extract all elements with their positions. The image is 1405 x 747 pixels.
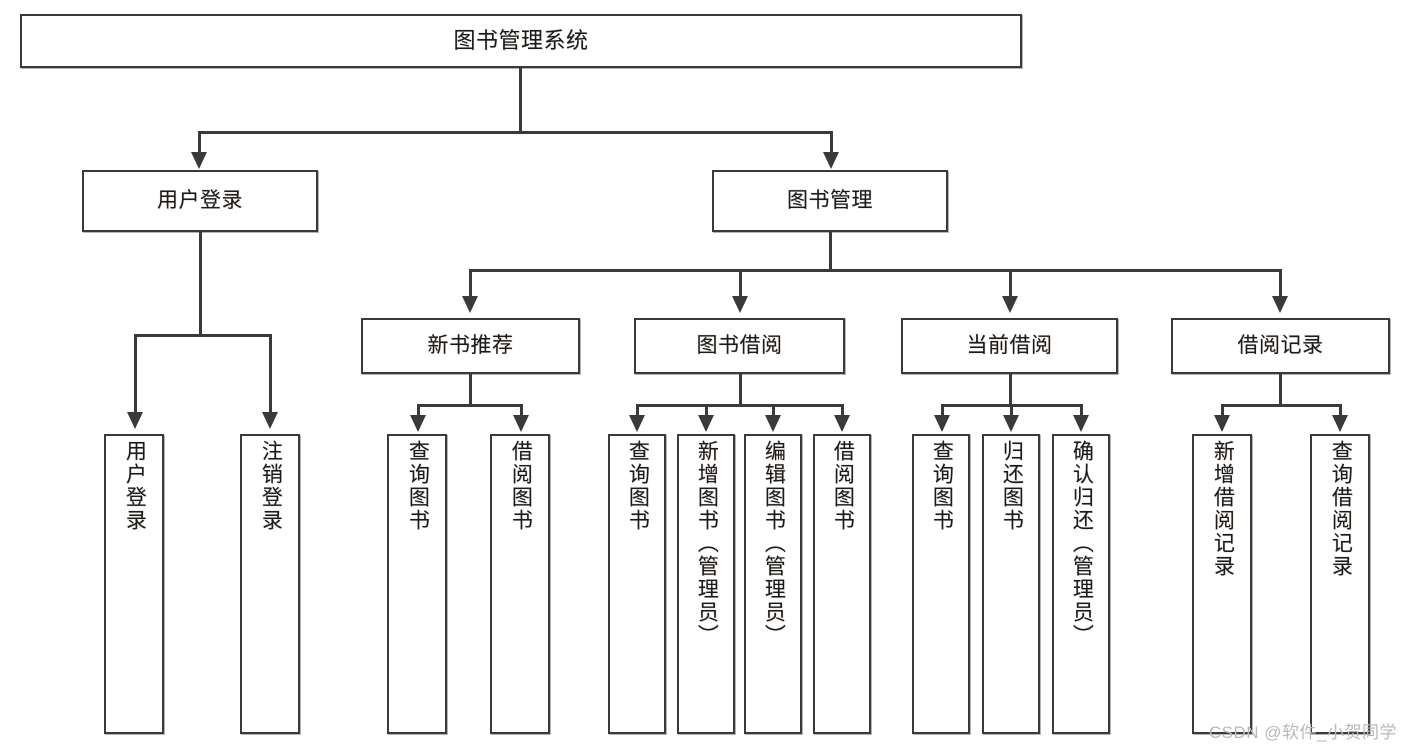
arrowhead-br-to-leaf-2 — [1332, 415, 1348, 432]
connector-borrow-record-stem — [1279, 374, 1282, 406]
connector-borrow-record-bus — [1221, 404, 1341, 407]
connector-bm-to-book-borrow — [739, 269, 742, 298]
leaf-borrow-book-2[interactable]: 借阅图书 — [813, 434, 871, 734]
leaf-label: 查询图书 — [626, 440, 650, 532]
leaf-label: 归还图书 — [1000, 440, 1024, 532]
node-root-book-management-system[interactable]: 图书管理系统 — [20, 14, 1022, 68]
connector-bb-to-leaf-1 — [636, 404, 639, 417]
node-book-borrow[interactable]: 图书借阅 — [634, 318, 845, 374]
connector-root-to-book-management — [830, 131, 833, 154]
connector-book-borrow-stem — [739, 374, 742, 406]
connector-book-management-stem — [829, 232, 832, 271]
connector-br-to-leaf-2 — [1339, 404, 1342, 417]
connector-book-management-bus — [469, 269, 1282, 272]
leaf-query-record[interactable]: 查询借阅记录 — [1310, 434, 1370, 734]
connector-user-login-to-leaf-2 — [269, 334, 272, 414]
arrowhead-cb-to-leaf-2 — [1003, 415, 1019, 432]
connector-new-book-to-leaf-1 — [417, 404, 420, 417]
leaf-label: 编辑图书（管理员） — [762, 440, 786, 647]
leaf-query-book-1[interactable]: 查询图书 — [387, 434, 447, 734]
arrowhead-bb-to-leaf-3 — [765, 415, 781, 432]
leaf-user-login[interactable]: 用户登录 — [104, 434, 164, 734]
connector-cb-to-leaf-2 — [1010, 404, 1013, 417]
node-label: 借阅记录 — [1237, 333, 1324, 357]
connector-bb-to-leaf-2 — [705, 404, 708, 417]
leaf-label: 借阅图书 — [831, 440, 855, 532]
connector-new-book-to-leaf-2 — [520, 404, 523, 417]
connector-cb-to-leaf-3 — [1080, 404, 1083, 417]
connector-bb-to-leaf-3 — [772, 404, 775, 417]
connector-root-stem — [519, 68, 522, 133]
node-label: 新书推荐 — [427, 333, 514, 357]
arrowhead-bb-to-leaf-2 — [698, 415, 714, 432]
arrowhead-cb-to-leaf-1 — [934, 415, 950, 432]
leaf-label: 查询图书 — [406, 440, 430, 532]
node-label: 图书管理 — [787, 188, 873, 212]
arrowhead-new-book-to-leaf-1 — [410, 415, 426, 432]
node-label: 用户登录 — [157, 188, 243, 212]
connector-user-login-stem — [199, 232, 202, 336]
leaf-borrow-book-1[interactable]: 借阅图书 — [490, 434, 550, 734]
leaf-user-logout[interactable]: 注销登录 — [240, 434, 300, 734]
leaf-label: 用户登录 — [123, 440, 147, 532]
connector-book-borrow-bus — [636, 404, 844, 407]
leaf-add-record[interactable]: 新增借阅记录 — [1192, 434, 1252, 734]
arrowhead-bm-to-new-book — [462, 296, 478, 313]
leaf-add-book[interactable]: 新增图书（管理员） — [677, 434, 735, 734]
connector-root-bus — [198, 131, 832, 134]
arrowhead-bm-to-borrow-record — [1272, 296, 1288, 313]
node-label: 图书借阅 — [696, 333, 783, 357]
arrowhead-root-to-book-management — [823, 152, 839, 169]
connector-bm-to-current-borrow — [1009, 269, 1012, 298]
node-label: 图书管理系统 — [453, 28, 589, 54]
node-label: 当前借阅 — [966, 333, 1053, 357]
connector-bb-to-leaf-4 — [841, 404, 844, 417]
leaf-label: 新增借阅记录 — [1211, 440, 1235, 578]
leaf-label: 新增图书（管理员） — [695, 440, 719, 647]
node-current-borrow[interactable]: 当前借阅 — [901, 318, 1118, 374]
node-user-login[interactable]: 用户登录 — [82, 170, 318, 232]
arrowhead-cb-to-leaf-3 — [1073, 415, 1089, 432]
connector-bm-to-new-book — [469, 269, 472, 298]
leaf-label: 查询图书 — [930, 440, 954, 532]
arrowhead-bm-to-current-borrow — [1002, 296, 1018, 313]
arrowhead-root-to-user-login — [191, 152, 207, 169]
connector-root-to-user-login — [198, 131, 201, 154]
leaf-query-book-3[interactable]: 查询图书 — [912, 434, 970, 734]
arrowhead-bm-to-book-borrow — [732, 296, 748, 313]
connector-br-to-leaf-1 — [1221, 404, 1224, 417]
node-borrow-record[interactable]: 借阅记录 — [1171, 318, 1390, 374]
arrowhead-bb-to-leaf-4 — [834, 415, 850, 432]
leaf-edit-book[interactable]: 编辑图书（管理员） — [744, 434, 802, 734]
watermark-text: CSDN @软件_小贺同学 — [1208, 723, 1397, 742]
connector-new-book-stem — [469, 374, 472, 406]
node-book-management[interactable]: 图书管理 — [712, 170, 948, 232]
node-new-book-recommend[interactable]: 新书推荐 — [361, 318, 580, 374]
connector-user-login-to-leaf-1 — [134, 334, 137, 414]
arrowhead-user-login-to-leaf-1 — [127, 412, 143, 429]
connector-bm-to-borrow-record — [1279, 269, 1282, 298]
arrowhead-new-book-to-leaf-2 — [513, 415, 529, 432]
leaf-label: 注销登录 — [259, 440, 283, 532]
arrowhead-user-login-to-leaf-2 — [262, 412, 278, 429]
connector-user-login-bus — [134, 334, 271, 337]
leaf-return-book[interactable]: 归还图书 — [982, 434, 1040, 734]
arrowhead-br-to-leaf-1 — [1214, 415, 1230, 432]
leaf-query-book-2[interactable]: 查询图书 — [608, 434, 666, 734]
leaf-label: 查询借阅记录 — [1329, 440, 1353, 578]
connector-cb-to-leaf-1 — [941, 404, 944, 417]
arrowhead-bb-to-leaf-1 — [629, 415, 645, 432]
connector-new-book-bus — [417, 404, 522, 407]
leaf-label: 确认归还（管理员） — [1070, 440, 1094, 647]
connector-current-borrow-stem — [1009, 374, 1012, 406]
leaf-confirm-return[interactable]: 确认归还（管理员） — [1052, 434, 1110, 734]
leaf-label: 借阅图书 — [509, 440, 533, 532]
